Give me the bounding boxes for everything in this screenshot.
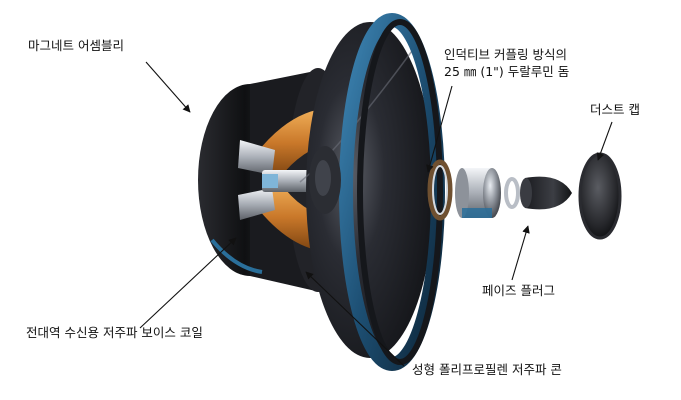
arrow-magnet <box>145 61 191 113</box>
pole-piece-lower <box>238 188 275 220</box>
phase-plug <box>520 176 572 210</box>
arrow-dust-cap <box>596 121 613 161</box>
magnet-blue-trim <box>210 238 263 274</box>
cone <box>306 22 434 358</box>
voice-coil-blue <box>262 174 278 188</box>
main-speaker <box>198 13 445 371</box>
leader-lines <box>139 61 613 367</box>
label-tweeter-line1: 인덕티브 커플링 방식의 <box>444 47 567 62</box>
label-phase-plug: 페이즈 플러그 <box>482 283 555 298</box>
label-tweeter-dome: 인덕티브 커플링 방식의 25 ㎜ (1") 두랄루민 돔 <box>444 47 569 81</box>
tweeter-ring <box>427 159 453 221</box>
label-magnet-assembly: 마그네트 어셈블리 <box>28 38 124 53</box>
label-cone: 성형 폴리프로필렌 저주파 콘 <box>412 362 562 377</box>
duralumin-dome <box>455 168 501 218</box>
dust-cap <box>578 152 622 240</box>
arrow-phase-plug <box>511 225 530 281</box>
pole-piece-upper <box>238 140 275 175</box>
label-dust-cap: 더스트 캡 <box>590 102 640 117</box>
arrow-cone <box>305 271 405 367</box>
label-voice-coil: 전대역 수신용 저주파 보이스 코일 <box>26 325 203 340</box>
arrow-tweeter <box>426 85 453 173</box>
label-tweeter-line2: 25 ㎜ (1") 두랄루민 돔 <box>444 63 570 79</box>
washer <box>504 177 520 209</box>
arrow-voice-coil <box>139 237 237 329</box>
